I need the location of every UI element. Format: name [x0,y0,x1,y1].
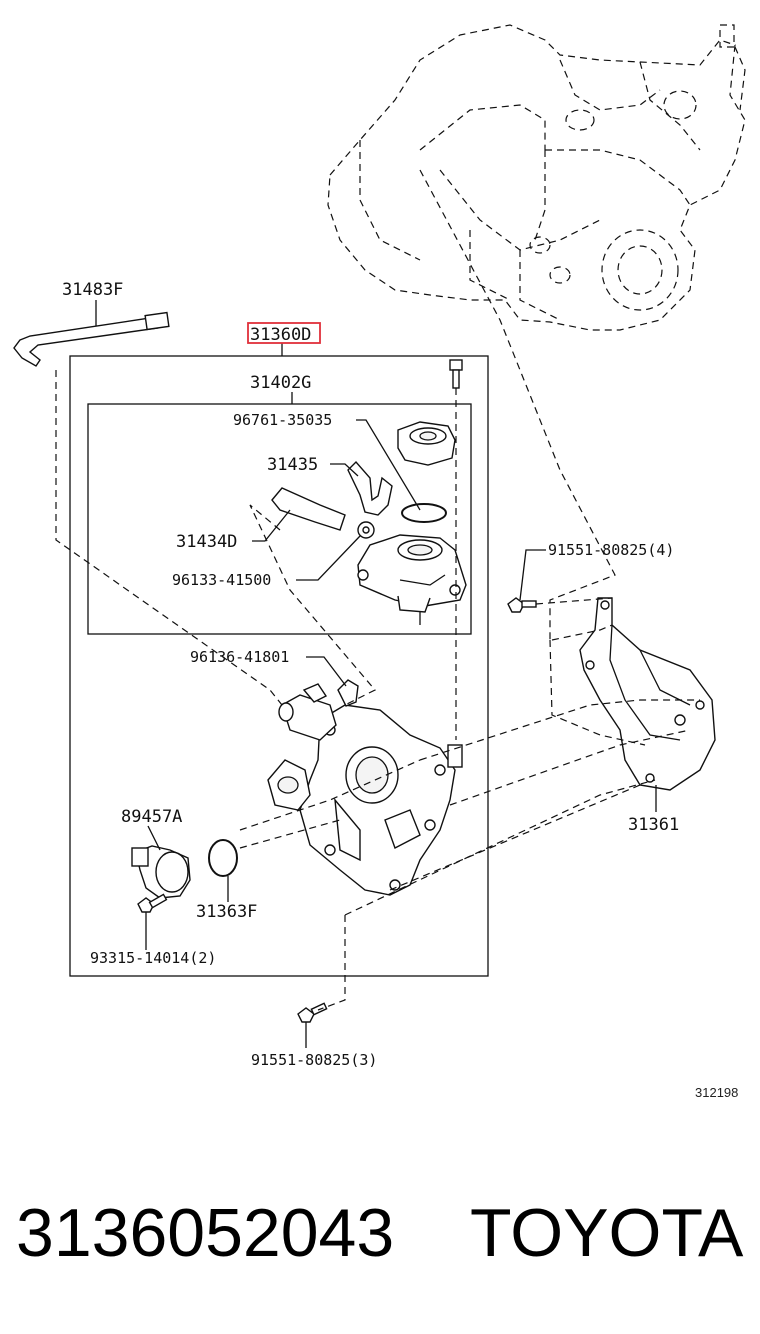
label-91551-80825-4: 91551-80825(4) [548,541,674,559]
label-89457a: 89457A [121,807,182,827]
label-31363f: 31363F [196,902,257,922]
pipe-31483f-drawing [13,300,170,367]
label-31361: 31361 [628,815,679,835]
bolt-93315-drawing [137,893,168,950]
transmission-housing-drawing [327,24,746,331]
bolt-91551-4-drawing [507,597,613,613]
label-96761-35035: 96761-35035 [233,411,332,429]
label-31402g: 31402G [250,373,311,393]
label-91551-80825-3: 91551-80825(3) [251,1051,377,1069]
label-31434d: 31434D [176,532,237,552]
sensor-89457a-drawing [131,825,191,899]
bolt-91551-3-drawing [297,1002,328,1048]
label-96136-41801: 96136-41801 [190,648,289,666]
diagram-reference-number: 312198 [695,1085,738,1100]
bolt-top-drawing [449,359,463,740]
label-93315-14014-2: 93315-14014(2) [90,949,216,967]
part-number: 3136052043 [16,1195,394,1271]
kit-parts-drawing [271,421,467,625]
label-31360d[interactable]: 31360D [250,325,311,345]
clutch-housing-drawing [267,679,463,896]
alignment-lines [55,169,700,1011]
kit-box-31402g [87,403,472,635]
leader-lines [252,343,546,687]
label-31435: 31435 [267,455,318,475]
oring-31363f-drawing [208,839,238,877]
highlight-box [247,322,321,344]
bracket-31361-drawing [579,597,716,812]
assembly-box-31360d [69,355,489,977]
label-96133-41500: 96133-41500 [172,571,271,589]
label-31483f: 31483F [62,280,123,300]
brand-name: TOYOTA [470,1195,744,1271]
